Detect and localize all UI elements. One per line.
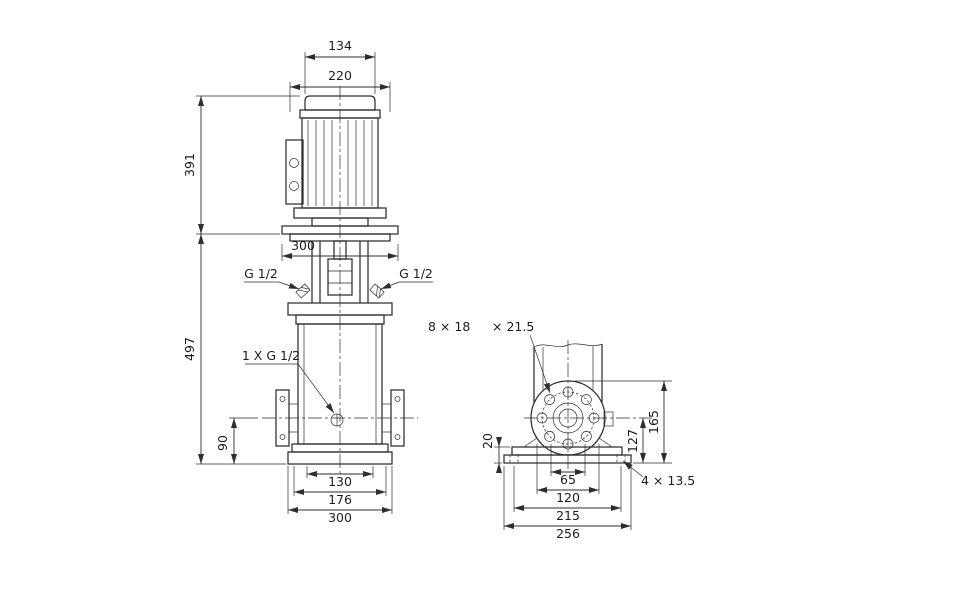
dim-20-label: 20	[480, 433, 495, 449]
discharge-flange-right	[382, 389, 405, 447]
flange-holes-callout: 8 × 18 × 21.5	[428, 319, 551, 394]
dim-anchor-span: 215	[513, 466, 622, 523]
flange-bolt-hole	[279, 396, 286, 402]
flange-holes-label: 8 × 18	[428, 319, 470, 334]
drain-port-label: 1 X G 1/2	[242, 348, 300, 363]
dim-300-bottom-label: 300	[328, 510, 352, 525]
dim-port-height: 90	[215, 417, 258, 464]
port-left-label: G 1/2	[244, 266, 278, 281]
base-plinth	[287, 451, 393, 465]
pump-front-view: 134 220 391 497 300 G 1/2	[182, 38, 433, 525]
break-line	[533, 343, 603, 348]
dim-stool-width: 300	[281, 238, 399, 261]
dim-motor-height: 391	[182, 95, 300, 235]
base-upper	[511, 446, 623, 456]
dim-127-label: 127	[625, 429, 640, 453]
flange-bolt-hole	[394, 434, 401, 440]
dim-port-center: 127	[625, 418, 672, 464]
suction-flange-left	[275, 389, 298, 447]
dim-90-label: 90	[215, 435, 230, 451]
port-right-label: G 1/2	[399, 266, 433, 281]
dim-391-label: 391	[182, 153, 197, 177]
pump-side-view: 8 × 18 × 21.5 20 127 165 4 × 13.5	[428, 319, 695, 541]
dim-motor-top-width: 134	[304, 38, 376, 94]
flange-bolt-hole	[279, 434, 286, 440]
dim-130-label: 130	[328, 474, 352, 489]
coupling	[327, 258, 353, 296]
dim-base-width: 300	[287, 466, 393, 525]
dim-176-label: 176	[328, 492, 352, 507]
base-lower	[503, 454, 632, 464]
dim-base-height: 20	[480, 433, 510, 473]
dim-165-label: 165	[646, 410, 661, 434]
dim-134-label: 134	[328, 38, 352, 53]
dim-hole-span-inner: 65	[550, 444, 586, 487]
flange-bolt-holes	[536, 386, 600, 450]
anchor-holes-label: 4 × 13.5	[641, 473, 695, 488]
dim-497-label: 497	[182, 337, 197, 361]
port-bore	[552, 402, 584, 434]
cable-entry-top	[289, 158, 299, 168]
port-label-right: G 1/2	[380, 266, 433, 290]
motor	[285, 95, 387, 227]
dim-hole-span: 120	[536, 444, 600, 505]
dim-motor-width: 220	[289, 68, 391, 112]
dim-pump-height: 497	[182, 234, 286, 465]
dim-base-inner: 130	[306, 466, 374, 489]
dim-flange-width: 176	[293, 466, 387, 507]
anchor-holes-callout: 4 × 13.5	[622, 460, 695, 488]
dim-215-label: 215	[556, 508, 580, 523]
terminal-box	[285, 139, 304, 205]
port-bore-inner	[558, 408, 578, 428]
flange-holes-depth-label: × 21.5	[492, 319, 534, 334]
flange-face	[530, 380, 606, 456]
dim-220-label: 220	[328, 68, 352, 83]
motor-fins	[307, 120, 373, 206]
drain-label: 1 X G 1/2	[242, 348, 335, 414]
flange-bolt-hole	[394, 396, 401, 402]
port-label-left: G 1/2	[244, 266, 300, 290]
dim-65-label: 65	[560, 472, 576, 487]
dim-300-top-label: 300	[291, 238, 315, 253]
port-plug-left	[295, 283, 311, 299]
coupling-lantern	[295, 240, 385, 303]
dim-256-label: 256	[556, 526, 580, 541]
clamp-tab	[603, 411, 614, 427]
fan-cover	[304, 95, 376, 111]
base-side	[503, 446, 632, 464]
dim-120-label: 120	[556, 490, 580, 505]
cable-entry-bottom	[289, 181, 299, 191]
dim-flange-top: 165	[575, 380, 672, 463]
port-plug-right	[369, 283, 385, 299]
dim-base-length: 256	[503, 466, 632, 541]
bolt-circle	[541, 391, 595, 445]
side-column	[523, 343, 614, 448]
base-front	[287, 443, 393, 465]
